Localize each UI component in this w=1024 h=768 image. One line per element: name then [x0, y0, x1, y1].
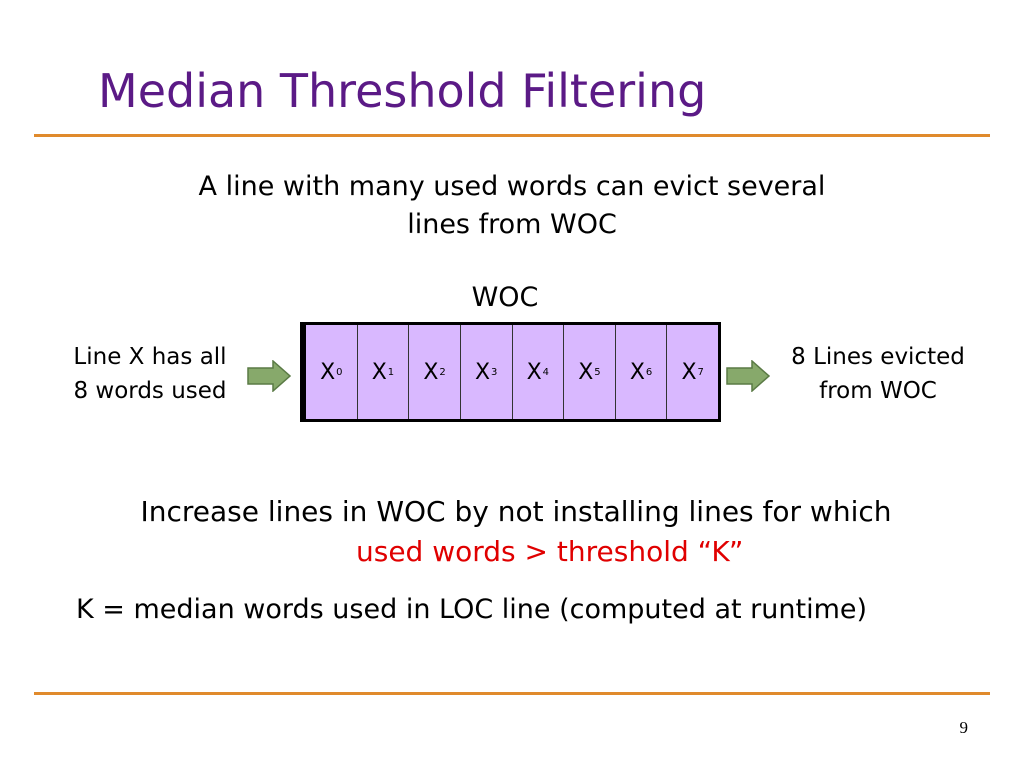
left-note-line-1: Line X has all: [73, 344, 227, 370]
intro-text: A line with many used words can evict se…: [0, 168, 1024, 244]
threshold-highlight: used words > threshold “K”: [356, 535, 744, 568]
top-divider: [34, 134, 990, 137]
increase-line: Increase lines in WOC by not installing …: [140, 495, 892, 528]
woc-label: WOC: [471, 282, 539, 313]
woc-cell-label: X: [629, 359, 645, 385]
left-note-line-2: 8 words used: [73, 378, 227, 404]
woc-cell-label: X: [474, 359, 491, 385]
intro-line-1: A line with many used words can evict se…: [198, 171, 826, 202]
right-arrow-icon: [726, 360, 770, 392]
right-note-line-1: 8 Lines evicted: [791, 344, 965, 370]
woc-cell-index: 6: [645, 366, 653, 378]
right-arrow-icon: [247, 360, 291, 392]
woc-cell-index: 2: [439, 366, 446, 378]
intro-line-2: lines from WOC: [407, 209, 617, 240]
woc-cell-label: X: [371, 359, 387, 385]
right-note-line-2: from WOC: [819, 378, 937, 404]
woc-cell-index: 3: [491, 366, 498, 378]
woc-cell-index: 7: [697, 366, 704, 378]
right-note: 8 Lines evicted from WOC: [770, 340, 986, 408]
woc-cell-label: X: [578, 359, 594, 385]
bottom-divider: [34, 692, 990, 695]
page-number: 9: [959, 718, 969, 737]
increase-text-block: Increase lines in WOC by not installing …: [0, 492, 1024, 572]
k-definition: K = median words used in LOC line (compu…: [76, 594, 868, 625]
woc-cell-label: X: [526, 359, 542, 385]
woc-cell-index: 5: [594, 366, 601, 378]
woc-cell-index: 4: [542, 366, 550, 378]
woc-cell-label: X: [320, 359, 336, 385]
woc-cell-label: X: [681, 359, 697, 385]
woc-cell-index: 0: [336, 366, 343, 378]
slide-title: Median Threshold Filtering: [98, 64, 707, 118]
left-note: Line X has all 8 words used: [50, 340, 250, 408]
woc-cell-index: 1: [387, 366, 395, 378]
woc-cell-label: X: [423, 359, 439, 385]
